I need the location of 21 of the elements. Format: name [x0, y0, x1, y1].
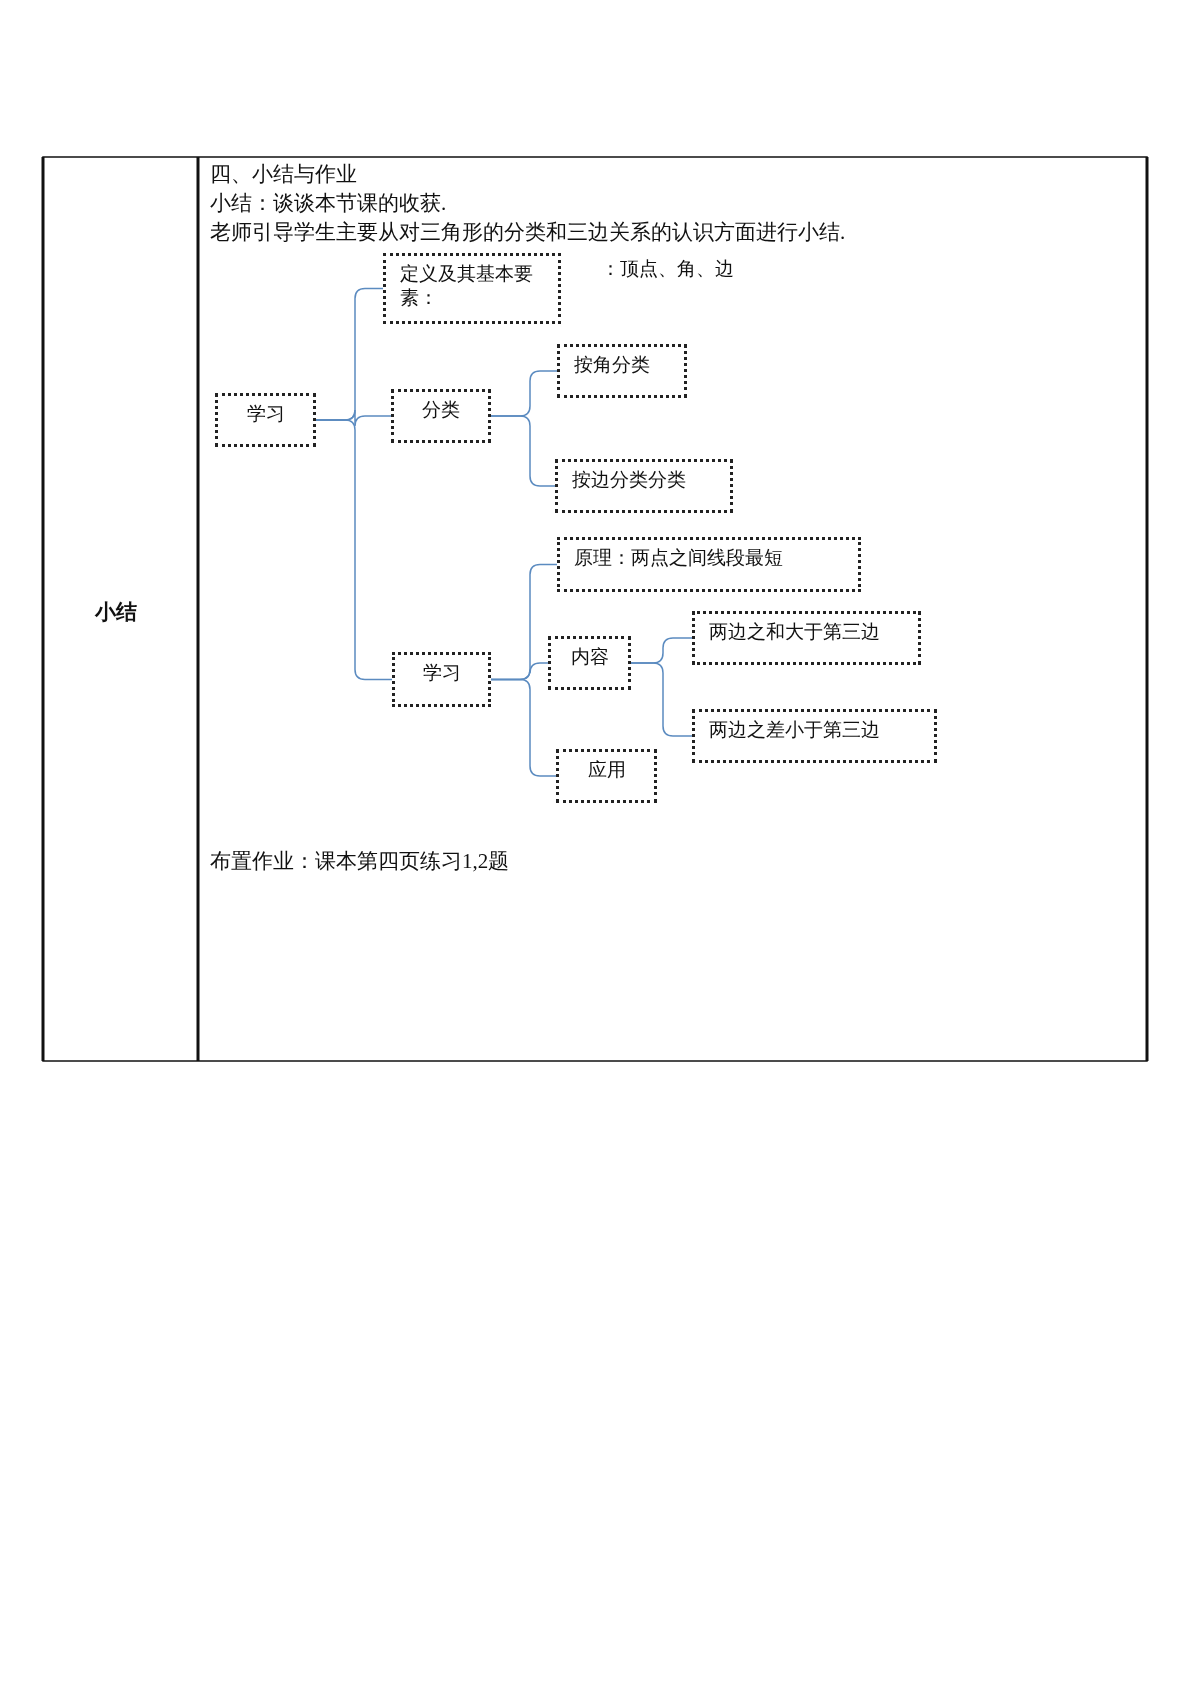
- concept-box: 应用: [556, 749, 657, 803]
- node-note: ：顶点、角、边: [601, 257, 734, 281]
- concept-box: 原理：两点之间线段最短: [557, 537, 861, 592]
- concept-box: 定义及其基本要素：: [383, 253, 561, 324]
- homework-text: 布置作业：课本第四页练习1,2题: [210, 848, 510, 875]
- summary-text: 老师引导学生主要从对三角形的分类和三边关系的认识方面进行小结.: [210, 219, 846, 246]
- concept-box: 按边分类分类: [555, 459, 733, 513]
- concept-box: 按角分类: [557, 344, 687, 398]
- section-heading: 四、小结与作业: [210, 161, 357, 188]
- row-header: 小结: [95, 599, 137, 625]
- summary-text: 小结：谈谈本节课的收获.: [210, 190, 447, 217]
- concept-box: 内容: [548, 636, 631, 690]
- brace-connector: [490, 678, 557, 777]
- concept-box: 两边之差小于第三边: [692, 709, 937, 763]
- brace-connector: [490, 415, 556, 487]
- concept-box: 学习: [215, 393, 316, 447]
- concept-box: 两边之和大于第三边: [692, 611, 921, 665]
- concept-box: 学习: [392, 652, 491, 707]
- concept-box: 分类: [391, 389, 491, 443]
- brace-connector: [630, 662, 693, 737]
- brace-connector: [315, 419, 393, 681]
